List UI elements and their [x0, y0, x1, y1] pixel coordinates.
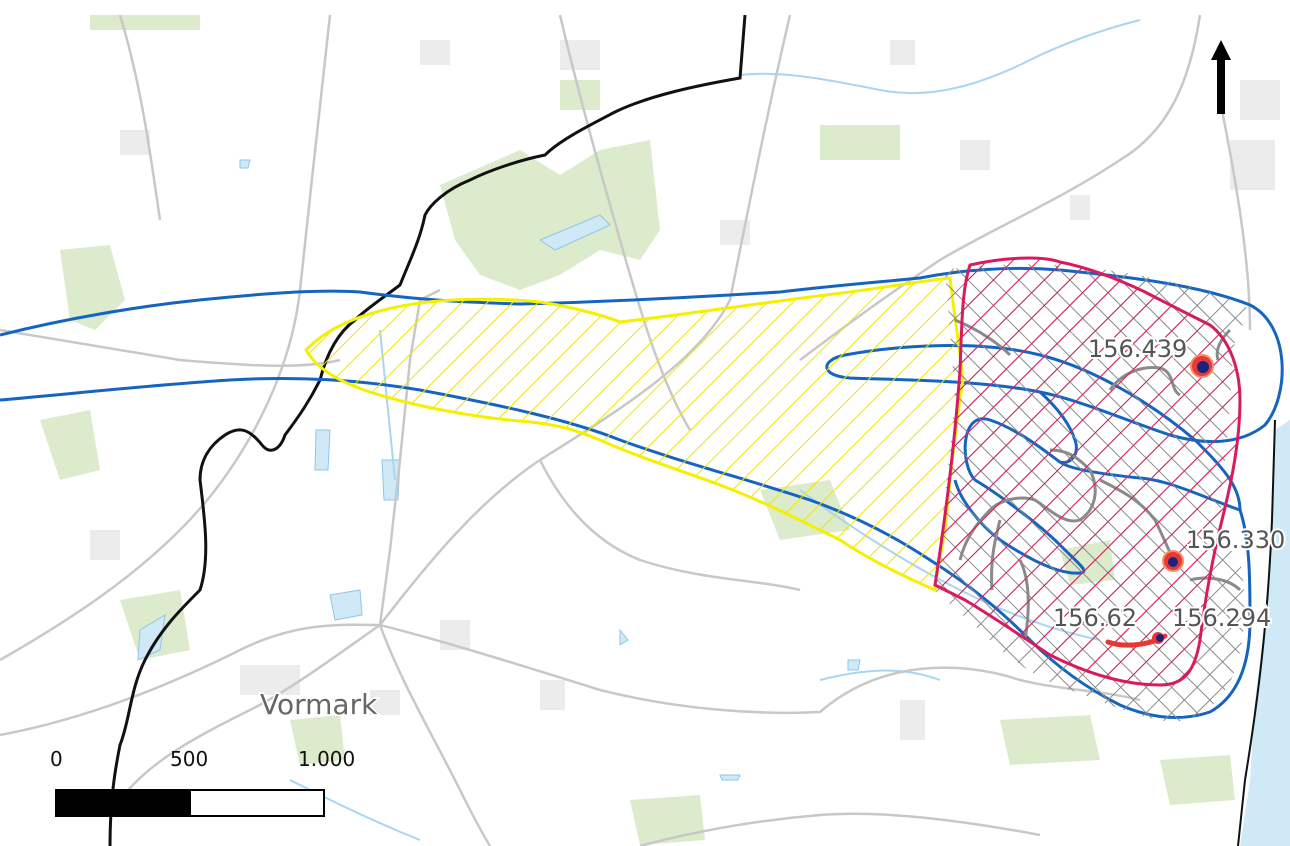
stream: [819, 669, 941, 681]
scale-label-500: 500: [170, 747, 208, 771]
scale-bar-segment-white: [189, 789, 325, 817]
pond: [239, 159, 251, 169]
well-marker-w2[interactable]: [1162, 550, 1184, 572]
building: [120, 130, 150, 155]
pond: [314, 429, 331, 471]
building: [1240, 80, 1280, 120]
road: [378, 624, 492, 846]
well-label-w3: 156.62: [1053, 604, 1137, 632]
north-arrow-icon: [1211, 40, 1231, 114]
stream: [289, 779, 421, 841]
road: [538, 459, 801, 592]
pond: [619, 628, 629, 646]
well-label-w1: 156.439: [1088, 335, 1187, 363]
building: [900, 700, 925, 740]
green-area: [90, 15, 200, 30]
green-area: [60, 245, 125, 330]
well-marker-w1[interactable]: [1190, 354, 1214, 378]
green-area: [1000, 715, 1100, 765]
building: [1070, 195, 1090, 220]
municipal-border-line: [108, 14, 747, 846]
scale-bar-segment-black: [56, 790, 190, 816]
road: [1218, 99, 1252, 331]
scale-label-1000: 1.000: [298, 747, 355, 771]
road: [0, 328, 341, 367]
zone-yellow-hatched: [304, 276, 965, 593]
building: [540, 680, 565, 710]
green-area: [630, 795, 705, 845]
scale-bar-frame: [55, 789, 325, 817]
building: [240, 665, 300, 695]
building: [420, 40, 450, 65]
zone-red-hatched: [933, 256, 1242, 687]
scale-label-0: 0: [50, 747, 63, 771]
green-area: [440, 140, 660, 290]
green-area: [40, 410, 100, 480]
pond: [329, 589, 363, 621]
well-label-w4: 156.294: [1172, 604, 1271, 632]
road: [0, 14, 332, 662]
lake: [538, 214, 611, 251]
border-line-right: [1237, 419, 1276, 846]
road: [119, 623, 381, 801]
well-marker-w4[interactable]: [1156, 634, 1164, 642]
pond: [137, 614, 166, 661]
green-area: [820, 125, 900, 160]
pond: [719, 774, 741, 781]
road: [118, 14, 162, 221]
building: [370, 690, 400, 715]
green-area: [290, 715, 345, 765]
building: [1230, 140, 1275, 190]
building: [890, 40, 915, 65]
road: [0, 623, 1141, 737]
wells: [1105, 354, 1214, 648]
building: [960, 140, 990, 170]
road: [639, 812, 1041, 846]
green-area: [1160, 755, 1235, 805]
town-label: Vormark: [260, 688, 378, 721]
pond: [847, 659, 861, 671]
building: [90, 530, 120, 560]
stream: [739, 19, 1141, 95]
well-label-w2: 156.330: [1186, 526, 1285, 554]
scale-bar: 0 500 1.000: [50, 747, 355, 817]
